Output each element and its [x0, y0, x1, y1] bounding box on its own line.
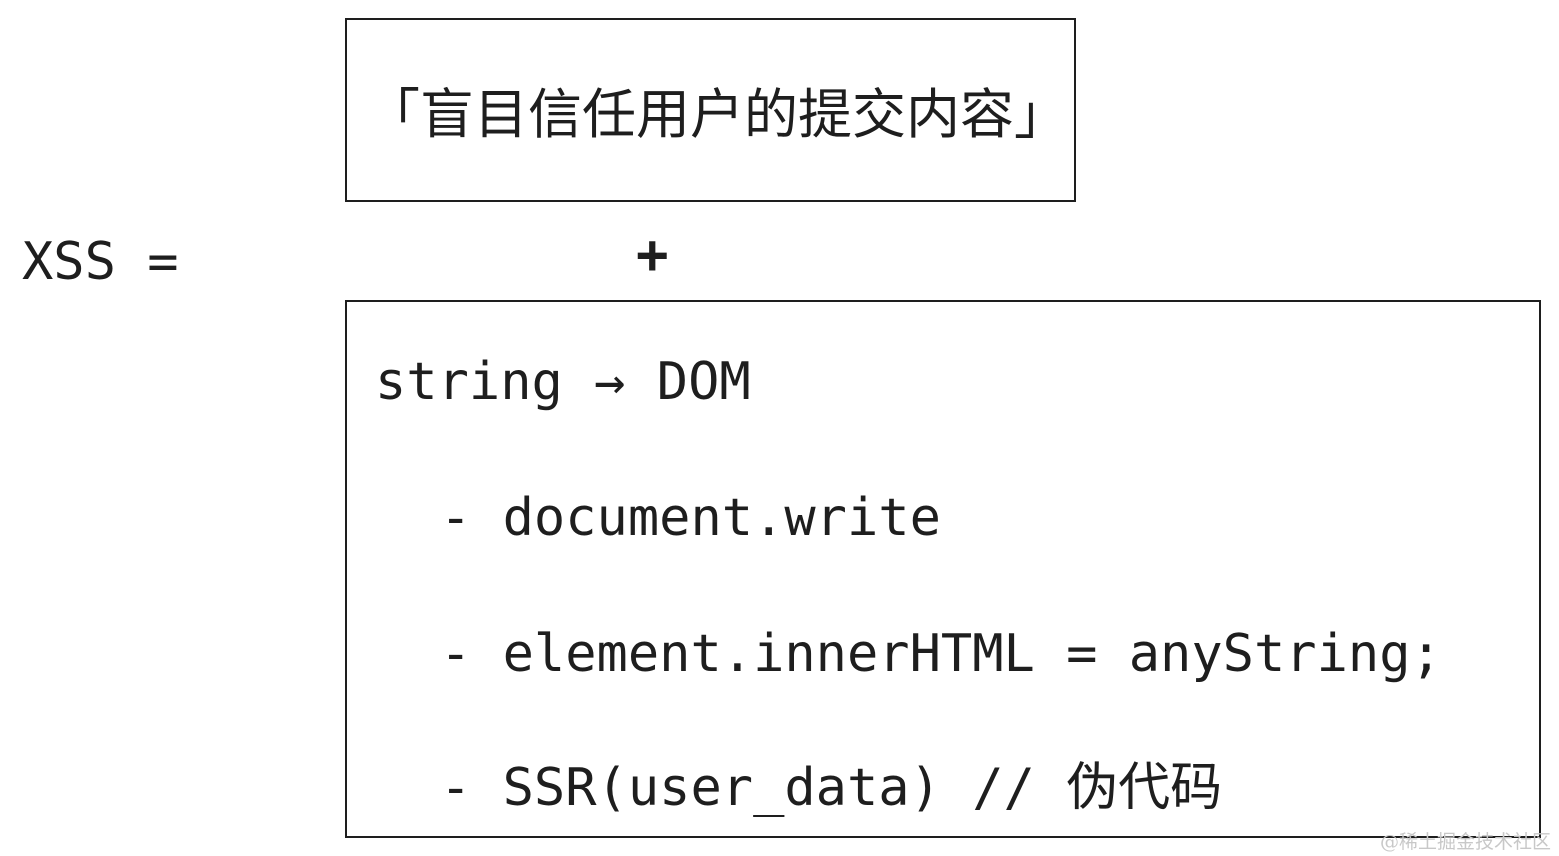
plus-sign: +	[636, 223, 669, 286]
list-item: - SSR(user_data) // 伪代码	[440, 758, 1223, 818]
xss-label: XSS =	[22, 232, 179, 292]
trust-user-input-box	[345, 18, 1076, 202]
string-to-dom-box	[345, 300, 1541, 838]
list-item: - element.innerHTML = anyString;	[440, 624, 1442, 684]
list-item: - document.write	[440, 488, 941, 548]
watermark: @稀土掘金技术社区	[1379, 831, 1551, 853]
trust-user-input-text: 「盲目信任用户的提交内容」	[366, 83, 1068, 146]
string-to-dom-heading: string → DOM	[375, 352, 751, 412]
